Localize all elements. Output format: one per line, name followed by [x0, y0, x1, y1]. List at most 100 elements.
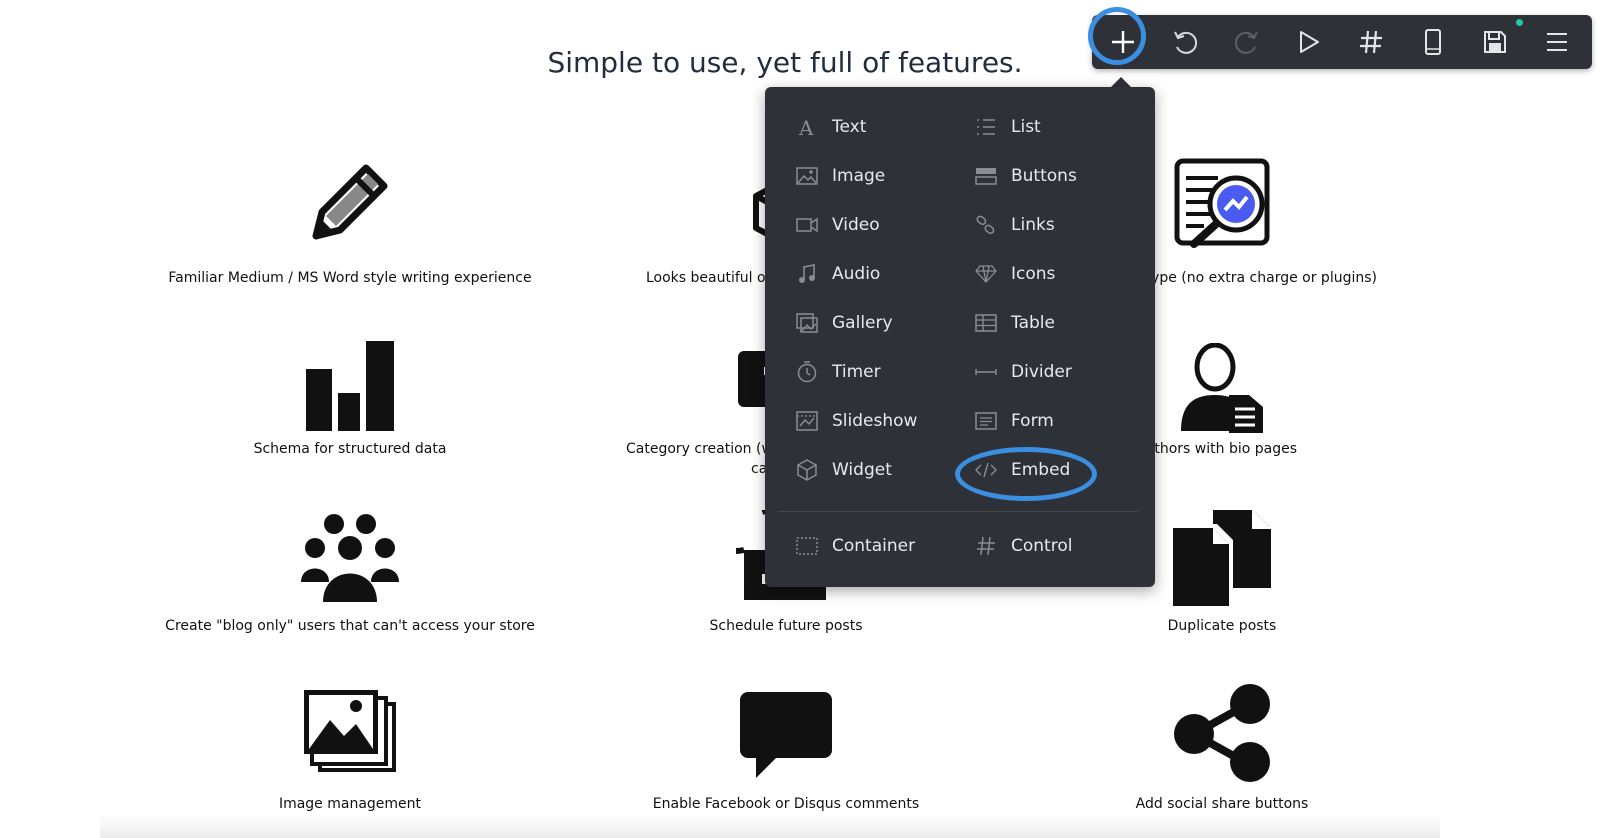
- menu-item-video[interactable]: Video: [794, 205, 959, 245]
- duplicate-icon: [1173, 510, 1271, 611]
- menu-item-label: Form: [1011, 411, 1054, 431]
- image-icon: [794, 163, 820, 189]
- menu-item-label: Buttons: [1011, 166, 1077, 186]
- hash-button[interactable]: [1340, 15, 1402, 69]
- feature-caption: Enable Facebook or Disqus comments: [652, 796, 920, 812]
- menu-item-label: Links: [1011, 215, 1055, 235]
- video-icon: [794, 212, 820, 238]
- menu-item-widget[interactable]: Widget: [794, 450, 959, 490]
- form-icon: [973, 408, 999, 434]
- menu-item-label: Widget: [832, 460, 892, 480]
- menu-item-slideshow[interactable]: Slideshow: [794, 401, 959, 441]
- menu-item-label: Embed: [1011, 460, 1071, 480]
- slideshow-icon: [794, 408, 820, 434]
- save-icon: [1483, 30, 1507, 54]
- widget-icon: [794, 457, 820, 483]
- menu-item-label: Divider: [1011, 362, 1072, 382]
- menu-item-text[interactable]: A Text: [794, 107, 959, 147]
- menu-item-table[interactable]: Table: [973, 303, 1138, 343]
- text-icon: A: [794, 114, 820, 140]
- menu-item-container[interactable]: Container: [794, 526, 959, 566]
- links-icon: [973, 212, 999, 238]
- play-icon: [1297, 30, 1321, 54]
- hash-icon: [1359, 30, 1383, 54]
- feature-blog-users: Create "blog only" users that can't acce…: [150, 510, 550, 650]
- menu-item-gallery[interactable]: Gallery: [794, 303, 959, 343]
- hamburger-icon: [1545, 32, 1569, 52]
- timer-icon: [794, 359, 820, 385]
- menu-item-embed[interactable]: Embed: [973, 450, 1138, 490]
- feature-comments: Enable Facebook or Disqus comments: [586, 688, 986, 828]
- menu-item-links[interactable]: Links: [973, 205, 1138, 245]
- feature-caption: as-you-type (no extra charge or plugins): [1094, 270, 1377, 286]
- editor-toolbar: [1092, 15, 1592, 69]
- list-icon: [973, 114, 999, 140]
- menu-item-image[interactable]: Image: [794, 156, 959, 196]
- pencil-icon: [308, 160, 392, 249]
- bottom-shadow: [100, 814, 1440, 838]
- svg-text:A: A: [798, 117, 814, 137]
- buttons-icon: [973, 163, 999, 189]
- menu-item-label: Gallery: [832, 313, 893, 333]
- mobile-icon: [1424, 29, 1442, 55]
- feature-share: Add social share buttons: [1022, 684, 1422, 828]
- feature-caption: Looks beautiful ou: [646, 270, 775, 286]
- menu-item-icons[interactable]: Icons: [973, 254, 1138, 294]
- feature-caption: Familiar Medium / MS Word style writing …: [168, 270, 532, 286]
- menu-item-timer[interactable]: Timer: [794, 352, 959, 392]
- menu-item-buttons[interactable]: Buttons: [973, 156, 1138, 196]
- menu-item-label: Text: [832, 117, 867, 137]
- add-icon: [1111, 30, 1135, 54]
- feature-caption: Add social share buttons: [1135, 796, 1309, 812]
- menu-item-label: Control: [1011, 536, 1073, 556]
- insert-menu: [765, 87, 1155, 587]
- feature-duplicate: Duplicate posts: [1022, 510, 1422, 650]
- page-title: Simple to use, yet full of features.: [547, 46, 1023, 79]
- undo-button[interactable]: [1154, 15, 1216, 69]
- table-icon: [973, 310, 999, 336]
- menu-divider: [778, 511, 1138, 512]
- seo-analytics-icon: [1174, 158, 1270, 255]
- divider-icon: [973, 359, 999, 385]
- redo-button[interactable]: [1216, 15, 1278, 69]
- preview-button[interactable]: [1278, 15, 1340, 69]
- add-button[interactable]: [1092, 15, 1154, 69]
- feature-caption: Create "blog only" users that can't acce…: [165, 618, 535, 634]
- menu-item-audio[interactable]: Audio: [794, 254, 959, 294]
- comment-icon: [740, 692, 832, 783]
- images-icon: [304, 690, 396, 779]
- feature-caption: Image management: [278, 796, 422, 812]
- feature-seo: as-you-type (no extra charge or plugins): [1022, 150, 1422, 290]
- menu-item-form[interactable]: Form: [973, 401, 1138, 441]
- feature-caption: Category creation (wi: [626, 441, 777, 457]
- feature-caption: Schedule future posts: [709, 618, 863, 634]
- mobile-view-button[interactable]: [1402, 15, 1464, 69]
- menu-item-label: Audio: [832, 264, 881, 284]
- bar-chart-icon: [304, 339, 396, 436]
- users-group-icon: [301, 512, 399, 607]
- status-dot: [1516, 19, 1523, 26]
- menu-item-label: Timer: [832, 362, 881, 382]
- menu-item-label: Table: [1011, 313, 1055, 333]
- feature-caption: ost authors with bio pages: [1111, 441, 1297, 457]
- menu-item-divider[interactable]: Divider: [973, 352, 1138, 392]
- code-icon: [973, 457, 999, 483]
- menu-item-control[interactable]: Control: [973, 526, 1138, 566]
- menu-item-list[interactable]: List: [973, 107, 1138, 147]
- feature-images: Image management: [150, 688, 550, 828]
- menu-item-label: Image: [832, 166, 886, 186]
- audio-icon: [794, 261, 820, 287]
- menu-arrow: [1111, 77, 1131, 87]
- redo-icon: [1234, 29, 1260, 55]
- feature-writing: Familiar Medium / MS Word style writing …: [150, 150, 550, 290]
- menu-item-label: List: [1011, 117, 1041, 137]
- menu-button[interactable]: [1526, 15, 1588, 69]
- feature-authors: ost authors with bio pages: [1022, 335, 1422, 475]
- feature-caption: Schema for structured data: [253, 441, 447, 457]
- menu-item-label: Slideshow: [832, 411, 918, 431]
- save-button[interactable]: [1464, 15, 1526, 69]
- diamond-icon: [973, 261, 999, 287]
- feature-caption: Duplicate posts: [1167, 618, 1277, 634]
- undo-icon: [1172, 29, 1198, 55]
- container-icon: [794, 533, 820, 559]
